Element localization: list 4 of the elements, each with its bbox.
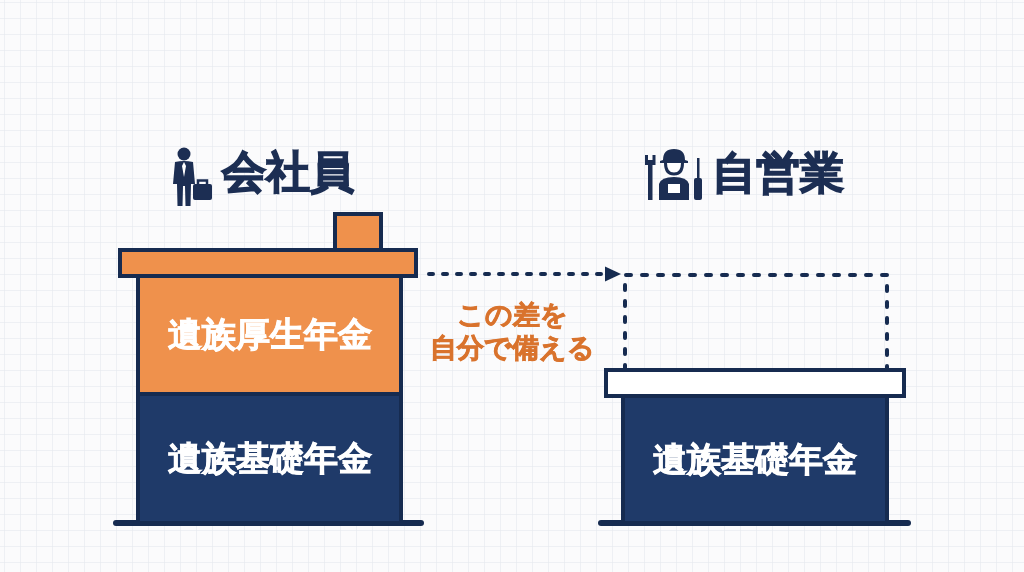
heading: 自営業	[712, 151, 844, 195]
edge-label: この差を自分で備える	[428, 298, 596, 364]
heading: 会社員	[222, 150, 354, 194]
dashed-box	[622, 272, 890, 370]
